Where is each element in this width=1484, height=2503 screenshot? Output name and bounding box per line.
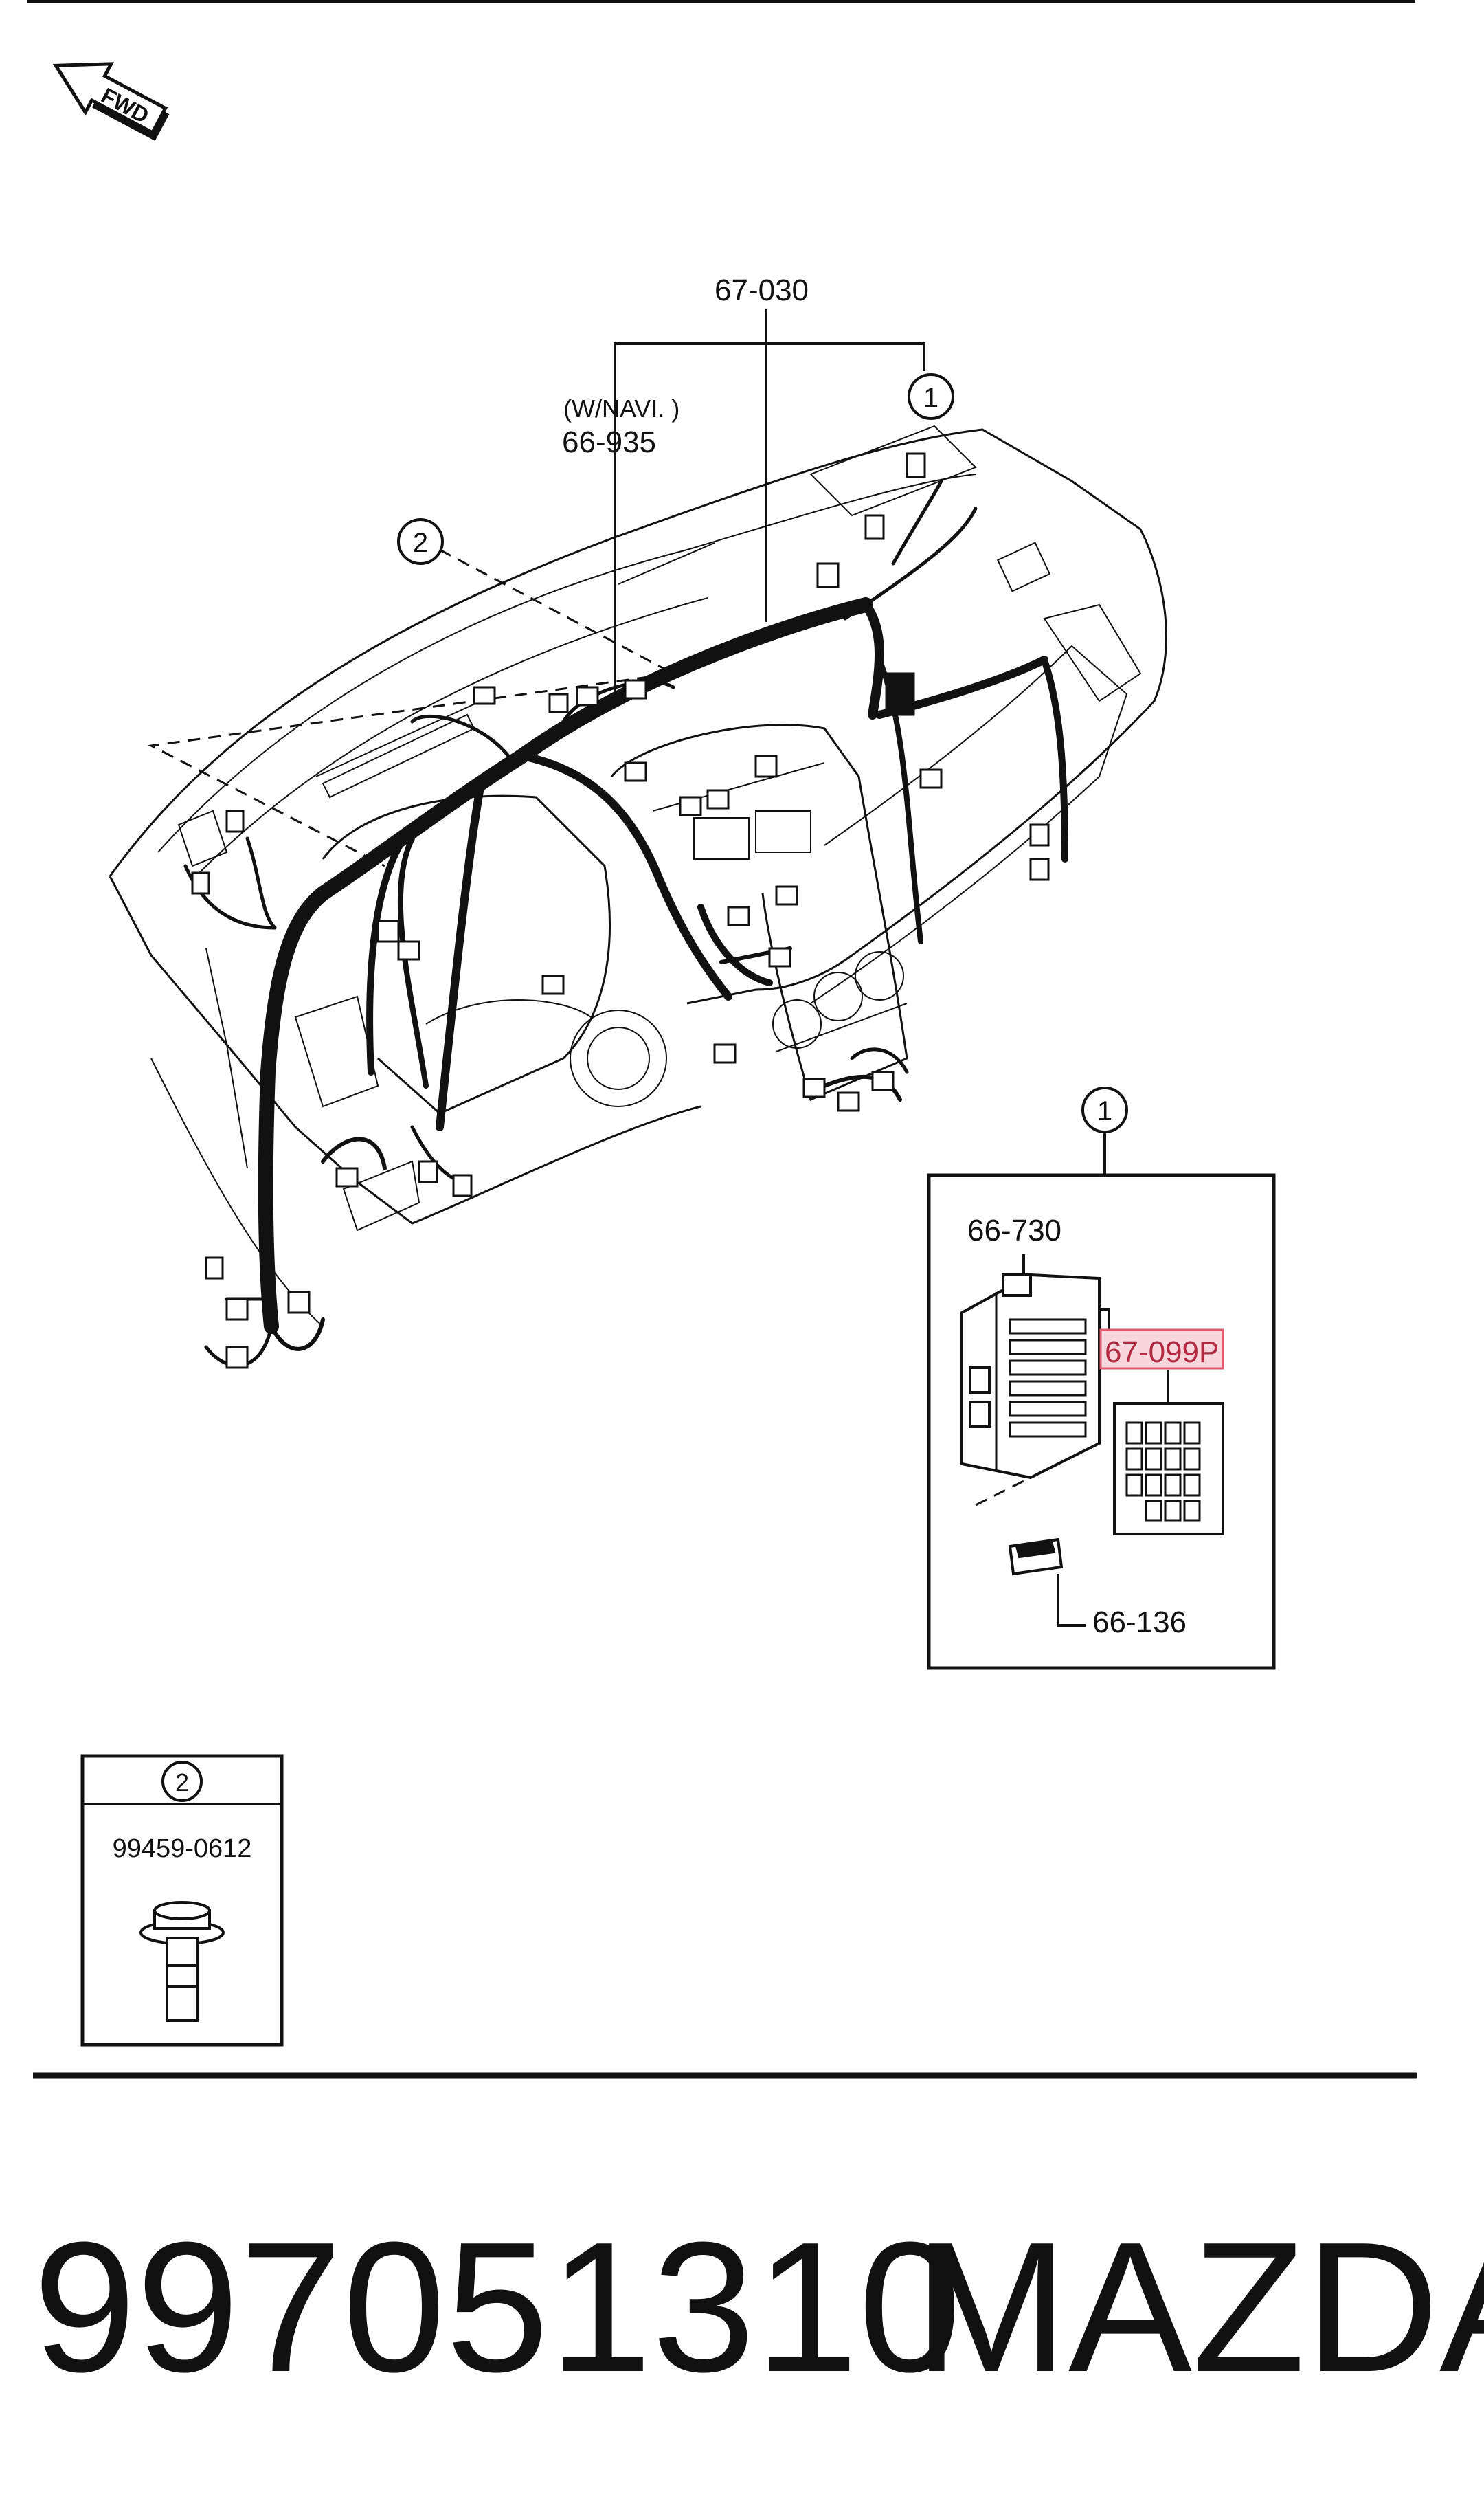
connector <box>376 920 400 943</box>
connector <box>624 679 647 700</box>
detail-1-callout: 1 <box>1081 1087 1128 1175</box>
connector <box>335 1167 359 1188</box>
circle-1-top-callout: 1 <box>908 373 954 420</box>
fuse-block-label: 66-730 <box>967 1214 1061 1247</box>
connector <box>816 562 840 588</box>
connector <box>205 1256 224 1280</box>
detail-2-box <box>80 1754 284 2047</box>
connector <box>576 686 599 707</box>
connector <box>397 940 420 961</box>
svg-text:1: 1 <box>923 383 938 413</box>
bolt-icon <box>139 1901 225 2022</box>
connector <box>713 1043 737 1064</box>
cover-label: 66-136 <box>1092 1605 1187 1639</box>
connectors <box>191 452 1050 1369</box>
fuse-block-illustration <box>960 1273 1110 1480</box>
footer-brand: MAZDA <box>914 2204 1484 2411</box>
connector <box>754 755 778 778</box>
connector <box>624 761 647 782</box>
cover-illustration <box>1008 1537 1064 1576</box>
fuse-set-label: 67-099P <box>1105 1335 1219 1369</box>
callout-leaders <box>614 309 925 701</box>
connector <box>541 975 565 995</box>
connector <box>885 672 915 716</box>
fuse-set-highlight <box>1099 1328 1224 1370</box>
connector <box>452 1174 473 1197</box>
bolt-part-label: 99459-0612 <box>113 1834 252 1863</box>
fuse-set-illustration <box>1125 1421 1201 1522</box>
main-harness-label: 67-030 <box>715 274 809 307</box>
connector <box>225 1298 249 1321</box>
svg-text:1: 1 <box>1097 1096 1112 1126</box>
connector <box>287 1291 311 1314</box>
connector <box>871 1071 895 1091</box>
connector <box>1029 823 1050 847</box>
connector <box>418 1160 438 1183</box>
navi-note-label: (W/NAVI. ) <box>563 394 679 423</box>
connector <box>768 947 791 968</box>
connector <box>864 514 885 540</box>
connector <box>191 871 210 895</box>
connector <box>548 693 569 713</box>
connector <box>706 789 730 810</box>
navi-harness-label: 66-935 <box>562 425 656 459</box>
circle-2-top-callout: 2 <box>397 518 444 565</box>
connector <box>919 768 943 789</box>
dashboard-illustration <box>109 425 1167 1327</box>
footer-part-number: 997051310 <box>33 2204 961 2411</box>
dashed-reference <box>148 548 1059 1506</box>
connector <box>775 885 798 906</box>
connector <box>727 906 750 926</box>
connector <box>906 452 926 478</box>
detail-1-box <box>927 1173 1276 1670</box>
connector <box>1029 858 1050 881</box>
detail-2-callout: 2 <box>161 1761 203 1802</box>
connector <box>473 686 496 705</box>
connector <box>225 810 245 833</box>
connector <box>679 796 702 816</box>
connector <box>837 1091 860 1112</box>
connector <box>802 1078 826 1098</box>
svg-text:2: 2 <box>413 528 428 558</box>
fuse-set-box <box>1113 1402 1224 1535</box>
main-wire-harness <box>183 479 1068 1368</box>
connector <box>225 1346 249 1369</box>
fwd-arrow-icon: FWD <box>52 62 170 141</box>
svg-text:2: 2 <box>175 1768 189 1796</box>
